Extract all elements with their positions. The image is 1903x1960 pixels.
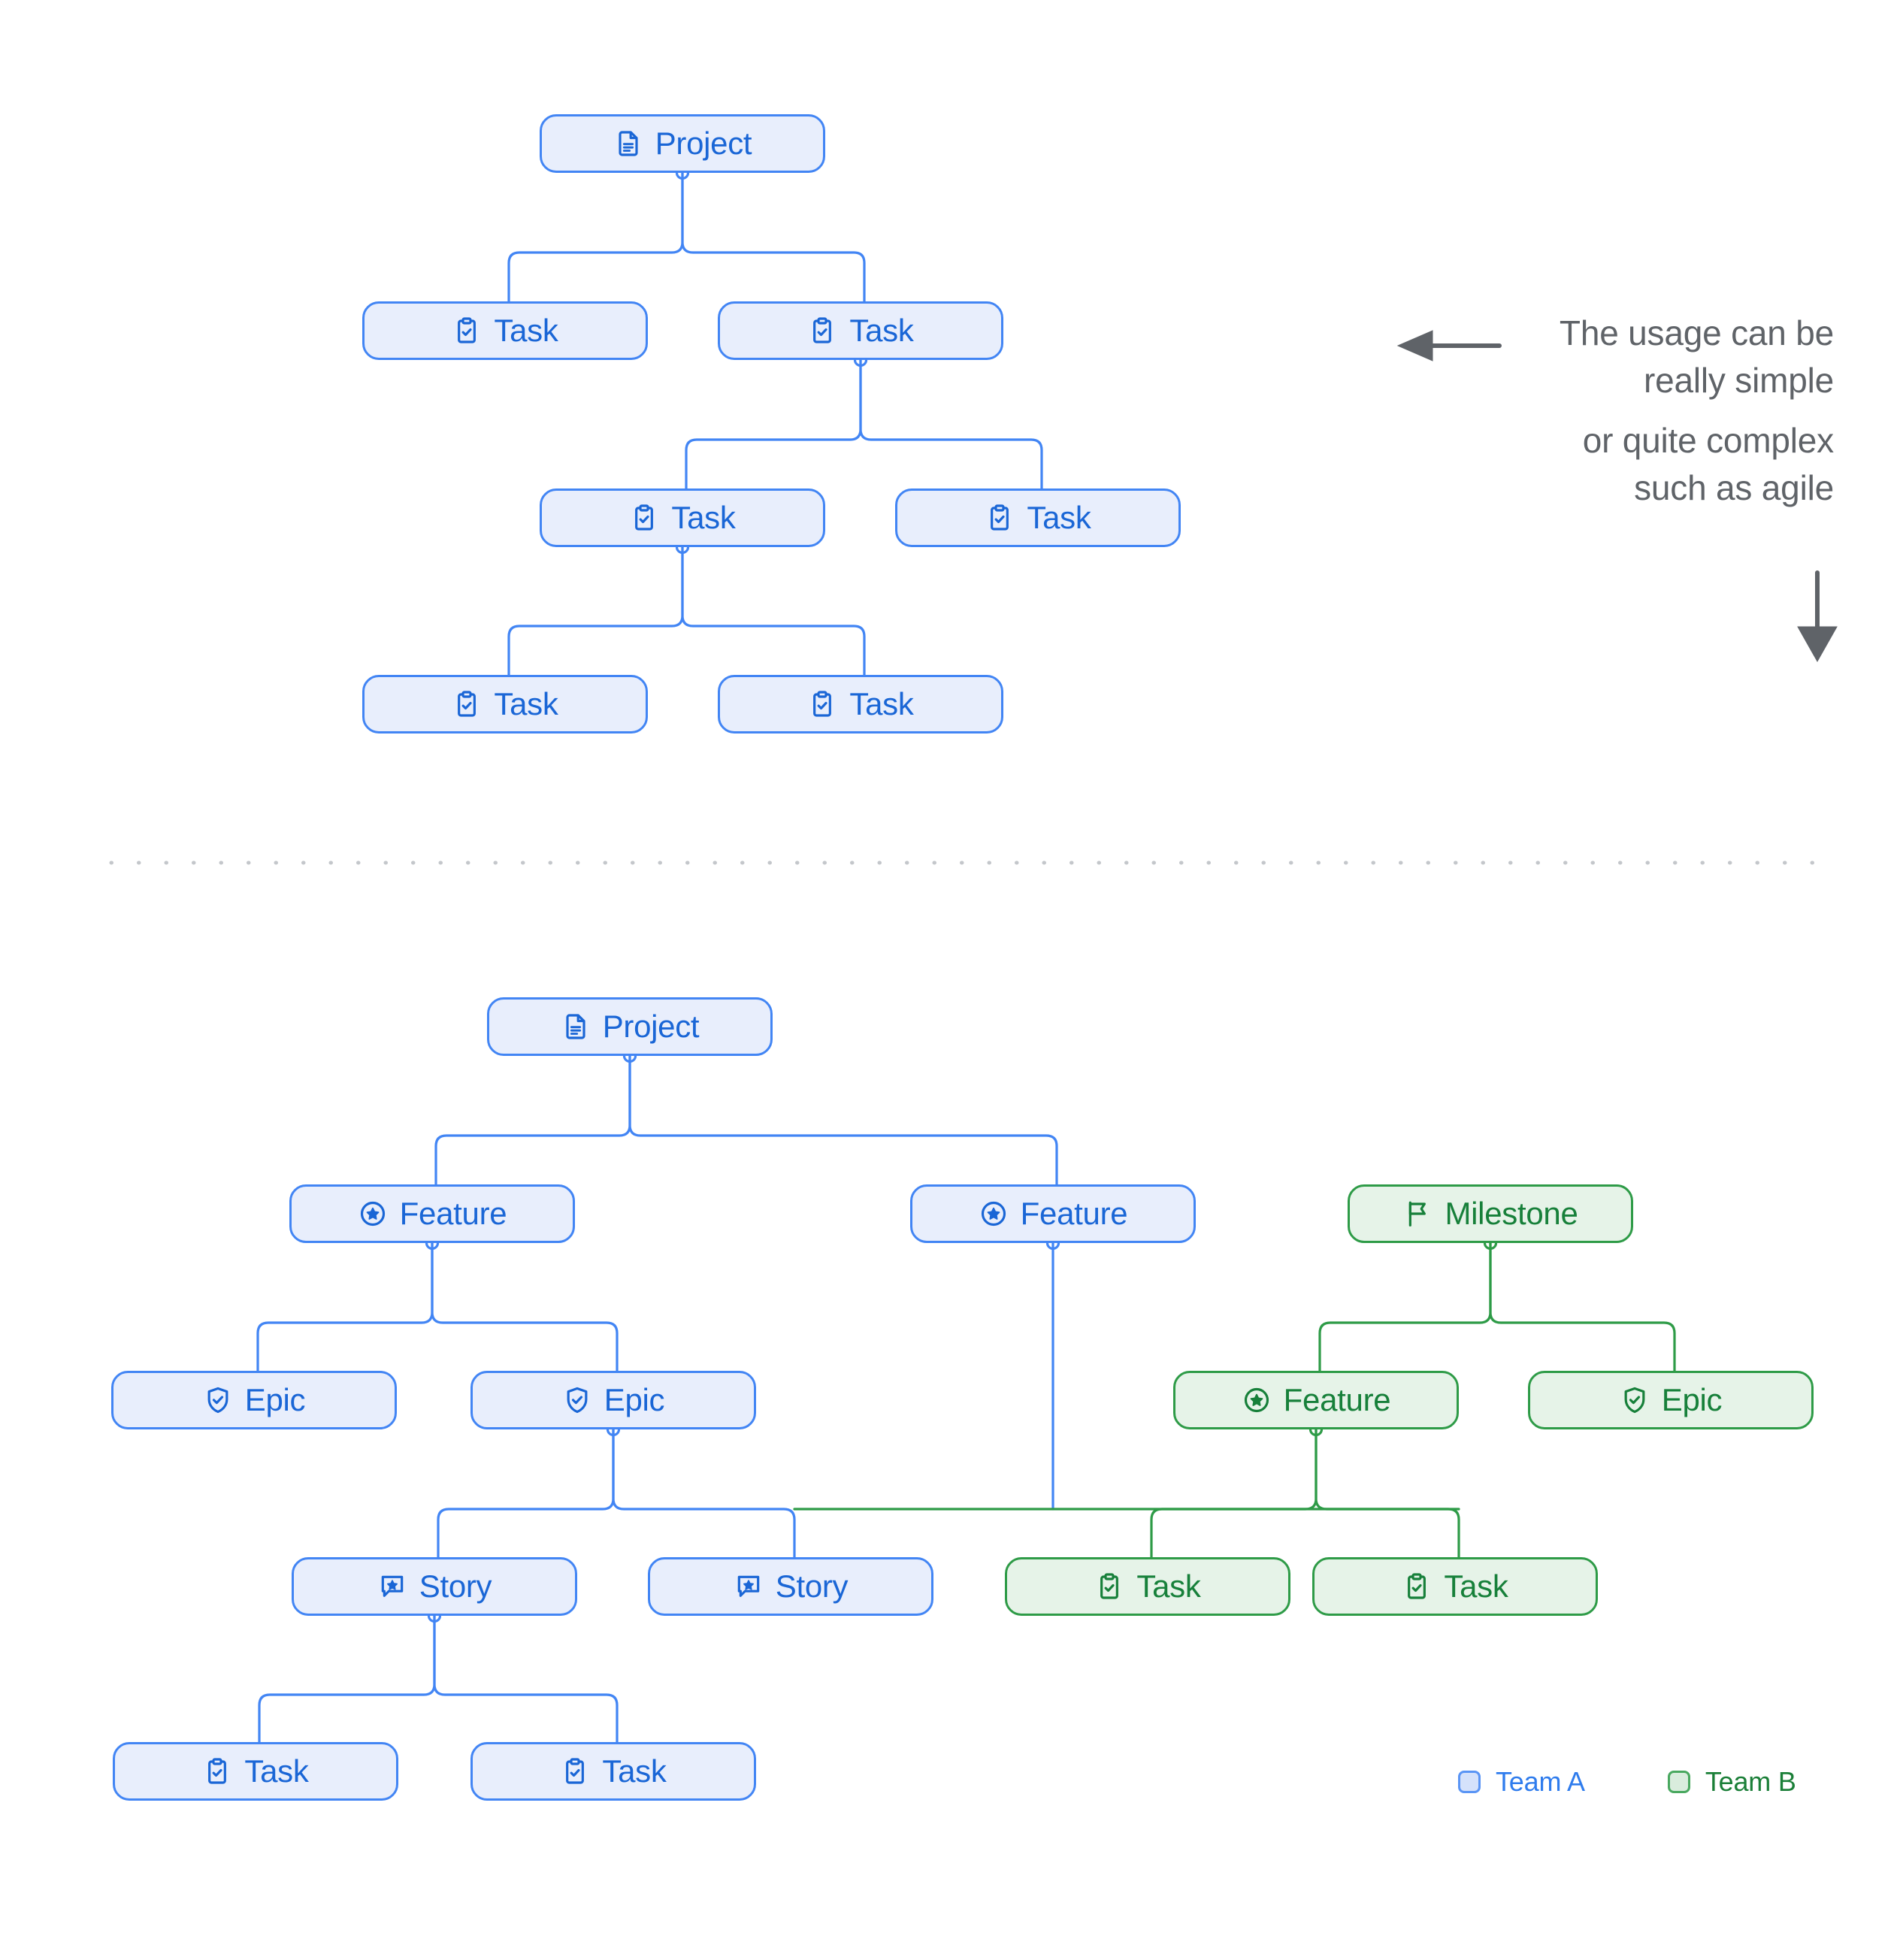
node-label: Task [494, 686, 558, 721]
arrow-left-icon [1396, 330, 1502, 361]
node-project[interactable]: Project [487, 997, 773, 1056]
square-swatch-icon [1667, 1771, 1690, 1793]
connector-path [437, 1428, 615, 1559]
node-label: Task [849, 686, 914, 721]
node-story[interactable]: Story [648, 1557, 933, 1616]
annotation-line-4: such as agile [1634, 467, 1834, 507]
node-label: Task [602, 1753, 667, 1789]
node-task[interactable]: Task [113, 1742, 398, 1801]
node-task[interactable]: Task [718, 301, 1003, 360]
annotation-spacer [1488, 404, 1834, 417]
clipboard-check-icon [985, 503, 1015, 533]
connector-path [256, 1242, 434, 1372]
legend: Team A Team B [1458, 1766, 1819, 1798]
legend-label-team-b: Team B [1705, 1766, 1796, 1797]
node-task[interactable]: Task [1005, 1557, 1290, 1616]
clipboard-check-icon [560, 1756, 590, 1786]
clipboard-check-icon [629, 503, 659, 533]
annotation-line-1: The usage can be [1559, 313, 1834, 352]
node-task[interactable]: Task [895, 488, 1181, 547]
node-story[interactable]: Story [292, 1557, 577, 1616]
connector-path [628, 1054, 1058, 1186]
node-label: Epic [604, 1382, 665, 1417]
connector-path [1318, 1242, 1492, 1372]
connector-path [612, 1428, 796, 1559]
node-label: Epic [244, 1382, 306, 1417]
node-label: Task [671, 500, 736, 535]
legend-item-team-a[interactable]: Team A [1458, 1766, 1585, 1798]
annotation-line-2: really simple [1643, 360, 1834, 400]
node-task[interactable]: Task [470, 1742, 756, 1801]
node-project[interactable]: Project [540, 114, 825, 173]
node-task[interactable]: Task [540, 488, 825, 547]
story-bubble-icon [734, 1571, 764, 1602]
connector-path [681, 171, 866, 303]
node-task[interactable]: Task [1312, 1557, 1598, 1616]
node-label: Project [602, 1009, 700, 1044]
node-task[interactable]: Task [718, 675, 1003, 733]
connector-path [507, 546, 684, 676]
annotation-line-3: or quite complex [1582, 421, 1835, 461]
connector-path [258, 1614, 436, 1744]
node-label: Story [419, 1568, 492, 1604]
connector-path [685, 358, 862, 490]
clipboard-check-icon [1094, 1571, 1124, 1602]
shield-check-icon [1620, 1385, 1650, 1415]
node-label: Task [849, 313, 914, 348]
node-label: Feature [399, 1196, 507, 1231]
node-epic[interactable]: Epic [1528, 1371, 1814, 1429]
connector-path [1489, 1242, 1676, 1372]
legend-item-team-b[interactable]: Team B [1667, 1766, 1796, 1798]
connector-path [433, 1614, 619, 1744]
clipboard-check-icon [452, 316, 482, 346]
document-icon [561, 1012, 591, 1042]
clipboard-check-icon [807, 316, 837, 346]
connector-path [431, 1242, 619, 1372]
node-label: Task [494, 313, 558, 348]
star-circle-icon [979, 1199, 1009, 1229]
connector-path [507, 171, 684, 303]
node-label: Project [655, 126, 752, 161]
star-circle-icon [1242, 1385, 1272, 1415]
clipboard-check-icon [1402, 1571, 1432, 1602]
clipboard-check-icon [807, 689, 837, 719]
flag-icon [1402, 1199, 1433, 1229]
node-label: Task [1136, 1568, 1201, 1604]
story-bubble-icon [377, 1571, 407, 1602]
connector-path [1150, 1428, 1318, 1559]
shield-check-icon [562, 1385, 592, 1415]
star-circle-icon [358, 1199, 388, 1229]
square-swatch-icon [1458, 1771, 1481, 1793]
node-label: Task [1027, 500, 1091, 535]
node-label: Epic [1661, 1382, 1723, 1417]
node-label: Feature [1283, 1382, 1391, 1417]
shield-check-icon [203, 1385, 233, 1415]
legend-label-team-a: Team A [1496, 1766, 1585, 1797]
clipboard-check-icon [202, 1756, 232, 1786]
annotation-text: The usage can be really simple or quite … [1488, 310, 1834, 511]
connector-path [859, 358, 1043, 490]
node-label: Milestone [1445, 1196, 1578, 1231]
node-epic[interactable]: Epic [111, 1371, 397, 1429]
node-label: Task [1444, 1568, 1508, 1604]
node-feature[interactable]: Feature [1173, 1371, 1459, 1429]
connector-path [1315, 1428, 1460, 1559]
arrow-down-icon [1797, 570, 1838, 663]
node-task[interactable]: Task [362, 301, 648, 360]
connector-path [434, 1054, 631, 1186]
node-feature[interactable]: Feature [910, 1184, 1196, 1243]
clipboard-check-icon [452, 689, 482, 719]
connector-path [681, 546, 866, 676]
node-feature[interactable]: Feature [289, 1184, 575, 1243]
document-icon [613, 129, 643, 159]
node-label: Story [775, 1568, 849, 1604]
node-epic[interactable]: Epic [470, 1371, 756, 1429]
node-task[interactable]: Task [362, 675, 648, 733]
node-label: Feature [1020, 1196, 1128, 1231]
node-label: Task [244, 1753, 309, 1789]
node-milestone[interactable]: Milestone [1348, 1184, 1633, 1243]
